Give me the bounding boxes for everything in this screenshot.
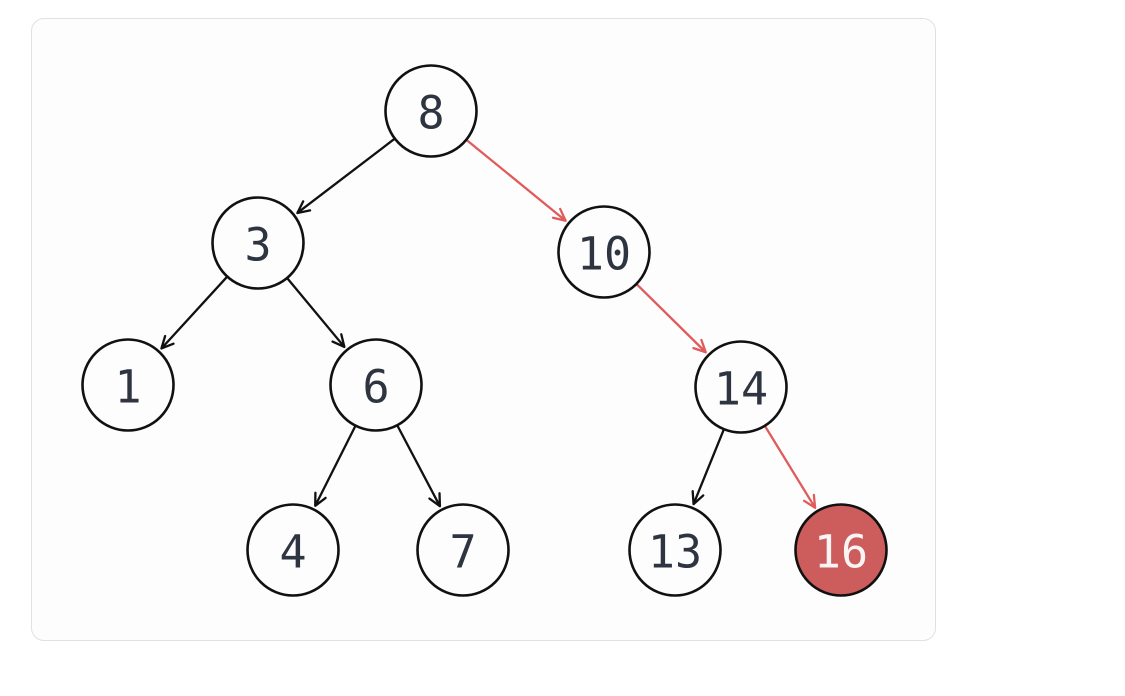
edge-line (296, 137, 396, 214)
tree-node-3: 3 (211, 196, 305, 290)
edge-6-7 (396, 424, 442, 508)
tree-node-1: 1 (81, 338, 175, 432)
node-circle (384, 64, 478, 158)
node-value: 13 (648, 525, 702, 578)
edge-10-14 (635, 283, 707, 354)
node-value: 3 (244, 218, 271, 271)
tree-node-13: 13 (628, 503, 722, 597)
arrowhead-icon (691, 489, 705, 506)
tree-node-14: 14 (694, 340, 788, 434)
edge-8-10 (465, 138, 567, 222)
arrowhead-icon (692, 338, 707, 354)
node-value: 4 (279, 525, 306, 578)
node-circle (557, 205, 651, 299)
node-circle (628, 503, 722, 597)
tree-node-6: 6 (329, 338, 423, 432)
node-value: 10 (577, 227, 631, 280)
node-value: 7 (449, 525, 476, 578)
node-circle (211, 196, 305, 290)
node-circle (329, 338, 423, 432)
edge-line (763, 425, 817, 509)
tree-node-4: 4 (246, 503, 340, 597)
tree-node-10: 10 (557, 205, 651, 299)
edge-3-1 (160, 275, 229, 350)
node-value: 1 (114, 360, 141, 413)
arrowhead-icon (160, 334, 175, 350)
node-circle (416, 503, 510, 597)
edge-14-13 (691, 428, 725, 506)
node-circle (694, 340, 788, 434)
arrowhead-icon (331, 333, 346, 349)
tree-node-7: 7 (416, 503, 510, 597)
arrowhead-icon (296, 200, 312, 215)
edge-line (314, 425, 357, 507)
node-circle (794, 503, 888, 597)
edge-8-3 (296, 137, 396, 215)
edge-14-16 (763, 425, 817, 509)
edge-line (465, 138, 567, 222)
arrowhead-icon (551, 207, 567, 222)
edge-line (396, 424, 441, 507)
edge-3-6 (286, 277, 346, 349)
edge-6-4 (314, 425, 357, 507)
edge-line (160, 275, 229, 350)
edge-line (286, 277, 346, 348)
arrowhead-icon (428, 492, 442, 508)
arrowhead-icon (314, 491, 327, 507)
node-value: 16 (814, 525, 868, 578)
arrowhead-icon (802, 493, 817, 509)
tree-node-8: 8 (384, 64, 478, 158)
edge-line (692, 428, 725, 505)
node-circle (246, 503, 340, 597)
edge-line (635, 283, 707, 354)
node-circle (81, 338, 175, 432)
node-value: 8 (417, 86, 444, 139)
tree-node-16: 16 (794, 503, 888, 597)
node-value: 14 (714, 362, 768, 415)
node-value: 6 (362, 360, 389, 413)
